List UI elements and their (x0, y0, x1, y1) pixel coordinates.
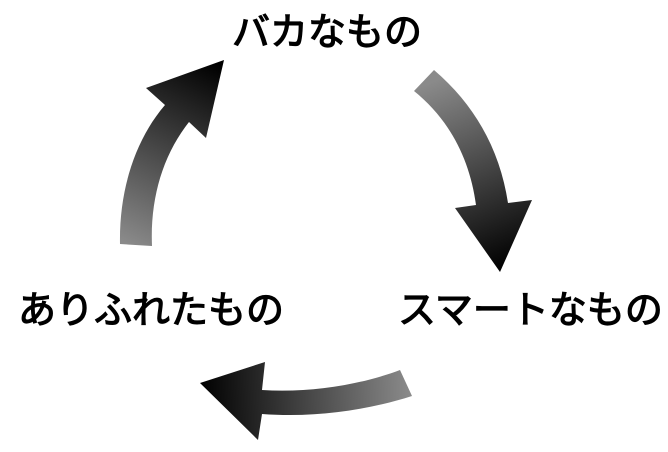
arrow-top-to-right (414, 70, 532, 272)
arrow-left-to-top (119, 60, 224, 246)
node-label-top: バカなもの (232, 10, 423, 54)
arrow-right-to-left (200, 362, 412, 440)
node-label-left: ありふれたもの (18, 288, 285, 332)
node-label-right: スマートなもの (398, 288, 663, 332)
